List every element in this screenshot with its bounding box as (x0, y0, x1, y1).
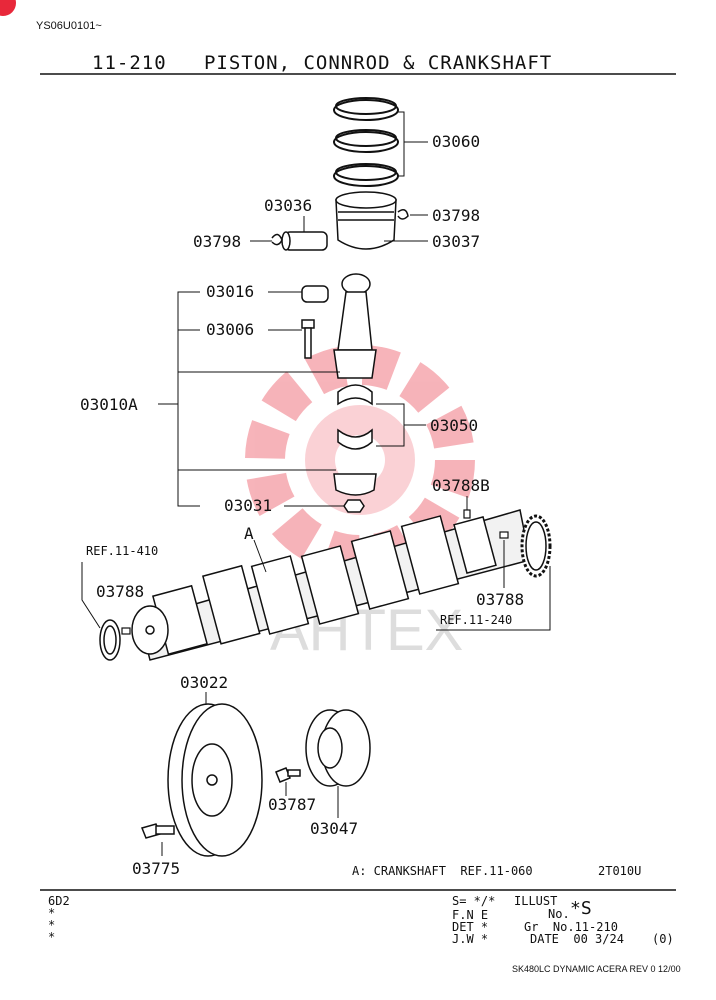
leader-03050 (376, 403, 426, 447)
footer-no: No. (548, 907, 570, 921)
crankshaft-note: A: CRANKSHAFT REF.11-060 (352, 864, 533, 878)
part-03787-label: 03787 (268, 795, 317, 814)
footer-date: DATE 00 3/24 (530, 932, 624, 946)
leader-03060 (398, 111, 428, 177)
part-03016-label: 03016 (206, 282, 255, 301)
ref-11-240-label: REF.11-240 (440, 613, 513, 627)
part-03788B-label: 03788B (432, 476, 490, 495)
part-03788-right-label: 03788 (476, 590, 525, 609)
footer-mark-3: * (48, 930, 56, 944)
part-03060-label: 03060 (432, 132, 481, 151)
crank-leaders (81, 496, 551, 631)
sheet-id: YS06U0101~ (36, 20, 102, 32)
corner-badge (0, 0, 16, 16)
piston (335, 191, 397, 250)
footer-date-rev: (0) (652, 932, 674, 946)
conrod-bearings (337, 384, 373, 450)
crank-seal (99, 619, 121, 661)
lower-leaders (161, 692, 339, 856)
part-03050-label: 03050 (430, 416, 479, 435)
part-03798-right-label: 03798 (432, 206, 481, 225)
footer-jw: J.W * (452, 932, 489, 946)
footer-no-value: *S (570, 898, 592, 919)
part-03010A-label: 03010A (80, 395, 138, 414)
connecting-rod (333, 273, 377, 379)
crankshaft (131, 509, 531, 661)
footer-gr-no: Gr No.11-210 (524, 920, 618, 934)
footer-fne: F.N E (452, 908, 489, 922)
ref-11-410-label: REF.11-410 (86, 544, 159, 558)
connrod-bolt (301, 319, 315, 359)
leader-03010A (158, 291, 344, 507)
part-03036-label: 03036 (264, 196, 313, 215)
part-03798-left-label: 03798 (193, 232, 242, 251)
snap-ring-right (397, 209, 409, 220)
footer-illust: ILLUST (514, 894, 558, 908)
footer-model-code: 6D2 (48, 894, 70, 908)
part-03031-label: 03031 (224, 496, 273, 515)
crank-gear (520, 514, 552, 578)
footer-s-line: S= */* (452, 894, 496, 908)
part-03047-label: 03047 (310, 819, 359, 838)
damper-bolt (140, 823, 175, 839)
conrod-cap (333, 473, 377, 496)
illust-code: 2T010U (598, 864, 642, 878)
part-03022-label: 03022 (180, 673, 229, 692)
dowel-pins (121, 509, 509, 635)
hub-bolt (275, 767, 301, 783)
part-03037-label: 03037 (432, 232, 481, 251)
page-title: 11-210 PISTON, CONNROD & CRANKSHAFT (92, 52, 553, 74)
small-end-bushing (301, 285, 329, 303)
snap-ring-left (271, 233, 283, 246)
footer-det: DET * (452, 920, 489, 934)
part-03006-label: 03006 (206, 320, 255, 339)
piston-leaders (250, 214, 428, 242)
damper-pulley (167, 703, 263, 857)
footer-mark-2: * (48, 918, 56, 932)
piston-pin (281, 231, 328, 251)
crank-pulley-hub (305, 709, 371, 787)
ref-a-label: A (244, 524, 254, 543)
footer-mark-1: * (48, 906, 56, 920)
part-03788-left-label: 03788 (96, 582, 145, 601)
part-03775-label: 03775 (132, 859, 181, 878)
footer-bottom-note: SK480LC DYNAMIC ACERA REV 0 12/00 (512, 964, 681, 974)
cap-nut (343, 499, 365, 513)
piston-rings (333, 97, 399, 187)
